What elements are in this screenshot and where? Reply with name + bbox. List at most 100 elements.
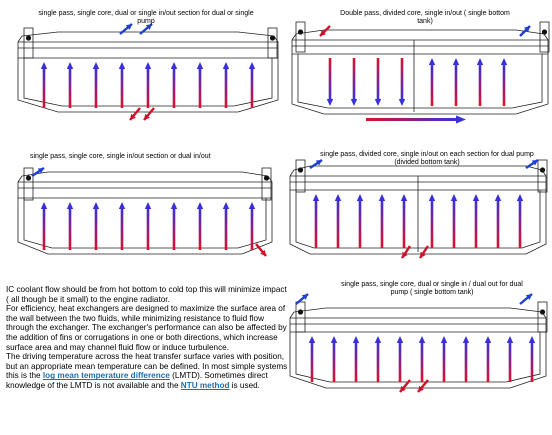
tank-outline — [17, 181, 273, 199]
arrow-head-icon — [452, 58, 460, 65]
arrow-up-icon — [474, 200, 478, 248]
arrow-up-icon — [486, 342, 490, 382]
lmtd-text-c: is used. — [229, 380, 260, 390]
inlet-arrow-icon-head — [531, 160, 538, 166]
arrow-up-icon — [354, 342, 358, 382]
tank-outline — [541, 169, 547, 177]
arrow-head-icon — [506, 336, 514, 343]
bracket-bolt-icon — [25, 35, 32, 41]
arrow-up-icon — [518, 200, 522, 248]
arrow-up-icon — [172, 208, 176, 250]
arrow-head-icon — [118, 202, 126, 209]
diagram-2-caption: Double pass, divided core, single in/out… — [340, 10, 510, 25]
arrow-up-icon — [250, 68, 254, 108]
arrow-up-icon — [198, 68, 202, 108]
bracket-bolt-icon — [541, 29, 548, 35]
arrow-head-icon — [40, 202, 48, 209]
bottom-flow-arrow-head — [456, 115, 466, 124]
arrow-up-icon — [310, 342, 314, 382]
tank-outline — [543, 33, 549, 41]
arrow-head-icon — [440, 336, 448, 343]
arrow-up-icon — [224, 68, 228, 108]
arrow-up-icon — [120, 208, 124, 250]
paragraph-efficiency: For efficiency, heat exchangers are desi… — [6, 304, 287, 352]
tank-outline — [289, 169, 295, 177]
ntu-link[interactable]: NTU method — [180, 380, 230, 390]
inlet-arrow-icon-head — [523, 26, 530, 33]
outlet-arrow-icon-head — [420, 251, 426, 258]
arrow-up-icon — [358, 200, 362, 248]
lmtd-link[interactable]: log mean temperature difference — [42, 371, 170, 381]
arrow-head-icon — [326, 99, 334, 106]
mounting-bracket-icon — [295, 301, 306, 333]
inlet-arrow-icon-head — [145, 24, 152, 30]
outlet-arrow-icon-head — [418, 385, 424, 392]
arrow-head-icon — [170, 62, 178, 69]
arrow-up-icon — [68, 208, 72, 250]
tank-outline — [17, 58, 279, 113]
arrow-head-icon — [330, 336, 338, 343]
arrow-head-icon — [374, 336, 382, 343]
arrow-up-icon — [430, 200, 434, 248]
tank-outline — [23, 198, 267, 249]
arrow-head-icon — [494, 194, 502, 201]
arrow-head-icon — [248, 62, 256, 69]
arrow-head-icon — [462, 336, 470, 343]
tank-outline — [291, 33, 297, 41]
outlet-arrow-icon-head — [402, 251, 408, 258]
arrow-up-icon — [68, 68, 72, 108]
tank-outline — [267, 175, 273, 183]
arrow-up-icon — [376, 342, 380, 382]
arrow-head-icon — [428, 58, 436, 65]
tank-outline — [17, 175, 23, 183]
arrow-down-icon — [352, 58, 356, 100]
lmtd-text-a: The driving temperature across the heat … — [6, 352, 288, 381]
bracket-bolt-icon — [539, 167, 546, 173]
arrow-up-icon — [146, 208, 150, 250]
arrow-head-icon — [312, 194, 320, 201]
arrow-head-icon — [378, 194, 386, 201]
arrow-head-icon — [334, 194, 342, 201]
outlet-arrow-icon-head — [320, 29, 327, 36]
arrow-head-icon — [450, 194, 458, 201]
arrow-head-icon — [500, 58, 508, 65]
arrow-head-icon — [418, 336, 426, 343]
arrow-down-icon — [328, 58, 332, 100]
arrow-head-icon — [516, 194, 524, 201]
diagram-3-caption: single pass, single core, single in/out … — [30, 153, 211, 160]
lmtd-text-b: (LMTD). Sometimes direct knowledge of th… — [6, 371, 268, 390]
arrow-up-icon — [530, 342, 534, 382]
mounting-bracket-icon — [261, 167, 272, 201]
arrow-up-icon — [198, 208, 202, 250]
tank-outline — [291, 54, 549, 115]
bracket-bolt-icon — [25, 175, 32, 181]
inlet-arrow-icon-head — [315, 160, 322, 166]
arrow-up-icon — [502, 64, 506, 106]
arrow-head-icon — [398, 99, 406, 106]
arrow-up-icon — [380, 200, 384, 248]
tank-outline — [289, 317, 547, 333]
tank-outline — [293, 165, 543, 171]
tank-outline — [17, 198, 273, 255]
inlet-arrow-icon-head — [37, 168, 44, 174]
arrow-head-icon — [144, 202, 152, 209]
tank-outline — [17, 35, 23, 43]
arrow-up-icon — [464, 342, 468, 382]
inlet-arrow-icon-head — [525, 294, 532, 300]
arrow-up-icon — [402, 200, 406, 248]
arrow-head-icon — [222, 62, 230, 69]
arrow-head-icon — [118, 62, 126, 69]
bracket-bolt-icon — [297, 309, 304, 315]
arrow-head-icon — [66, 202, 74, 209]
arrow-head-icon — [472, 194, 480, 201]
arrow-head-icon — [400, 194, 408, 201]
bracket-bolt-icon — [263, 175, 270, 181]
arrow-head-icon — [40, 62, 48, 69]
arrow-head-icon — [476, 58, 484, 65]
diagram-4-caption: single pass, divided core, single in/out… — [320, 151, 534, 166]
outlet-arrow-icon-head — [144, 113, 150, 120]
bottom-flow-arrow-icon — [366, 118, 456, 121]
outlet-arrow-icon-head — [400, 385, 406, 392]
arrow-up-icon — [398, 342, 402, 382]
